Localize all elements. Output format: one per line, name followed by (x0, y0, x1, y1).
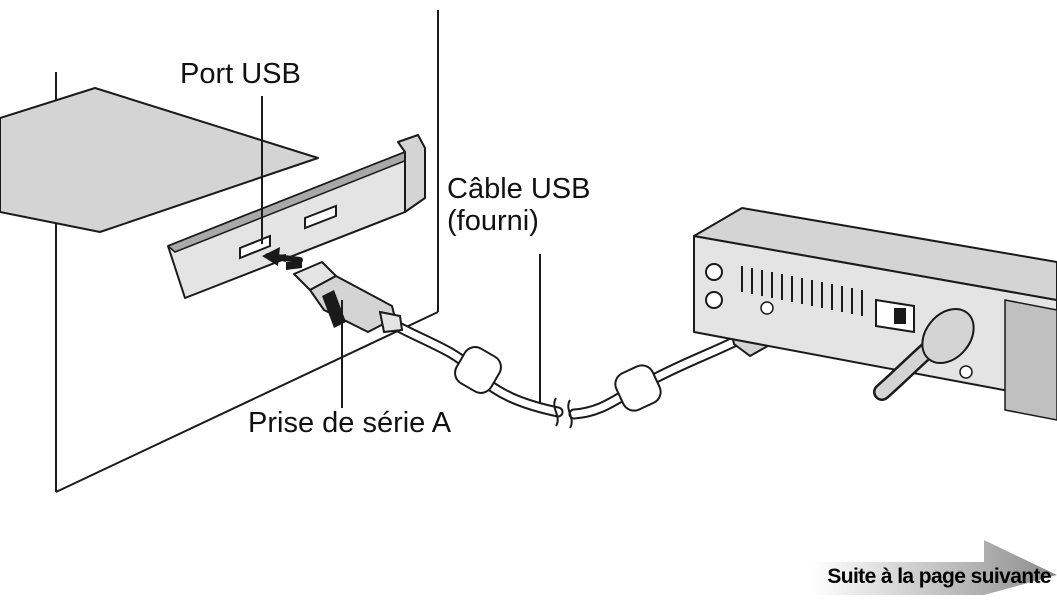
usb-type-a-plug (293, 261, 404, 334)
leader-lines (261, 96, 541, 408)
usb-cable-label-line2: (fourni) (447, 205, 539, 237)
usb-port-label: Port USB (180, 58, 301, 90)
continued-next-page: Suite à la page suivante (812, 540, 1057, 595)
usb-expansion-card (0, 87, 426, 299)
usb-cable (376, 312, 748, 429)
usb-cable-label: Câble USB (fourni) (447, 173, 590, 237)
continued-next-page-text: Suite à la page suivante (827, 565, 1051, 588)
external-device (693, 207, 1057, 421)
type-a-plug-label: Prise de série A (248, 407, 452, 439)
insert-arrow-icon (262, 247, 303, 270)
next-page-arrow-icon (812, 540, 1057, 595)
usb-cable-label-line1: Câble USB (447, 173, 591, 205)
